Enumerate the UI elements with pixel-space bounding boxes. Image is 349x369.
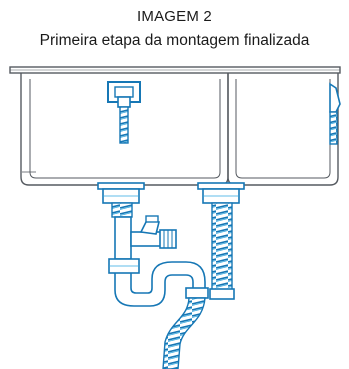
countertop-rim xyxy=(9,66,341,74)
right-overflow-fitting xyxy=(329,82,341,145)
figure-title: IMAGEM 2 xyxy=(137,8,212,25)
siphon-trap xyxy=(108,215,209,307)
left-overflow-fitting xyxy=(107,81,141,144)
siphon-flexible-hose xyxy=(162,297,206,369)
right-drain-valve xyxy=(197,182,245,204)
figure-subtitle: Primeira etapa da montagem finalizada xyxy=(39,32,310,49)
left-drain-valve xyxy=(97,182,145,218)
right-sink-basin xyxy=(227,73,339,186)
right-flexible-hose xyxy=(209,202,235,300)
